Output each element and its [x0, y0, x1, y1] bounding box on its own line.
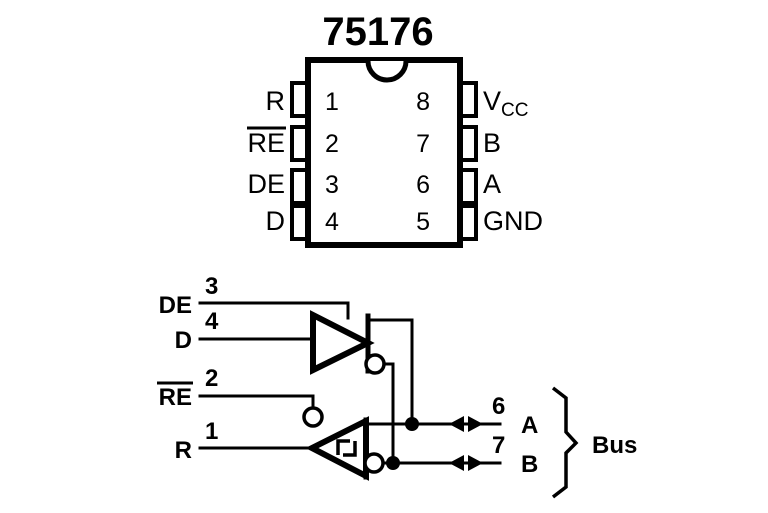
pin-number-6: 6 [416, 171, 430, 199]
bus-brace-icon [551, 386, 579, 499]
pin-name-6: A [483, 169, 501, 199]
schmitt-hysteresis-icon [336, 439, 357, 457]
schematic-pinnum-2: 2 [205, 365, 218, 392]
driver-buffer-icon [310, 310, 375, 375]
pin-number-2: 2 [325, 130, 339, 158]
figure-title: 75176 [322, 10, 433, 54]
pin-name-8-subscript: CC [501, 100, 528, 121]
pin-number-7: 7 [416, 130, 430, 158]
pin-name-1: R [266, 86, 286, 116]
functional-schematic: DE 3 D 4 RE 2 R 1 [157, 273, 637, 499]
schematic-pinnum-4: 4 [205, 308, 219, 335]
arrow-a-right-icon [468, 416, 483, 432]
schematic-label-re-group: RE [157, 381, 193, 411]
schematic-pinnum-1: 1 [205, 418, 218, 445]
arrow-b-left-icon [449, 455, 464, 471]
receiver-enable-bubble-icon [302, 406, 324, 428]
bus-label: Bus [592, 432, 637, 459]
arrow-b-right-icon [468, 455, 483, 471]
wire-de [198, 301, 350, 320]
pin-number-4: 4 [325, 208, 339, 236]
arrow-a-left-icon [449, 416, 464, 432]
schematic-pinnum-3: 3 [205, 273, 218, 300]
pin-name-4: D [266, 206, 286, 236]
pin-name-7: B [483, 128, 501, 158]
schematic-label-re: RE [159, 384, 192, 411]
pin-number-1: 1 [325, 88, 339, 116]
schematic-label-a: A [521, 412, 538, 439]
pin-number-8: 8 [416, 88, 430, 116]
junction-dot-b [386, 456, 400, 470]
package-notch-icon [365, 60, 409, 83]
driver-inverting-bubble-icon [364, 353, 386, 375]
pin-number-5: 5 [416, 208, 430, 236]
junction-dot-a [405, 417, 419, 431]
schematic-label-d: D [175, 327, 192, 354]
pin-name-8-group: V CC [483, 86, 528, 121]
pin-name-5: GND [483, 206, 543, 236]
pin-name-8: V [483, 86, 501, 116]
schematic-pinnum-6: 6 [492, 393, 505, 420]
pin-number-3: 3 [325, 171, 339, 199]
schematic-label-b: B [521, 451, 538, 478]
ic-body [305, 57, 463, 248]
pin-name-3: DE [247, 169, 285, 199]
schematic-pinnum-7: 7 [492, 432, 505, 459]
dip-package: R RE DE D V CC B A GND 1 2 3 4 8 7 6 [247, 57, 543, 248]
wire-driver-out-b [382, 362, 395, 465]
wire-re [198, 394, 315, 410]
wire-driver-out-a [366, 318, 414, 426]
pin-name-2-group: RE [247, 126, 286, 158]
schematic-label-r: R [175, 437, 192, 464]
pin-name-2: RE [247, 128, 285, 158]
schematic-label-de: DE [159, 292, 192, 319]
receiver-inverting-bubble-icon [363, 452, 385, 474]
